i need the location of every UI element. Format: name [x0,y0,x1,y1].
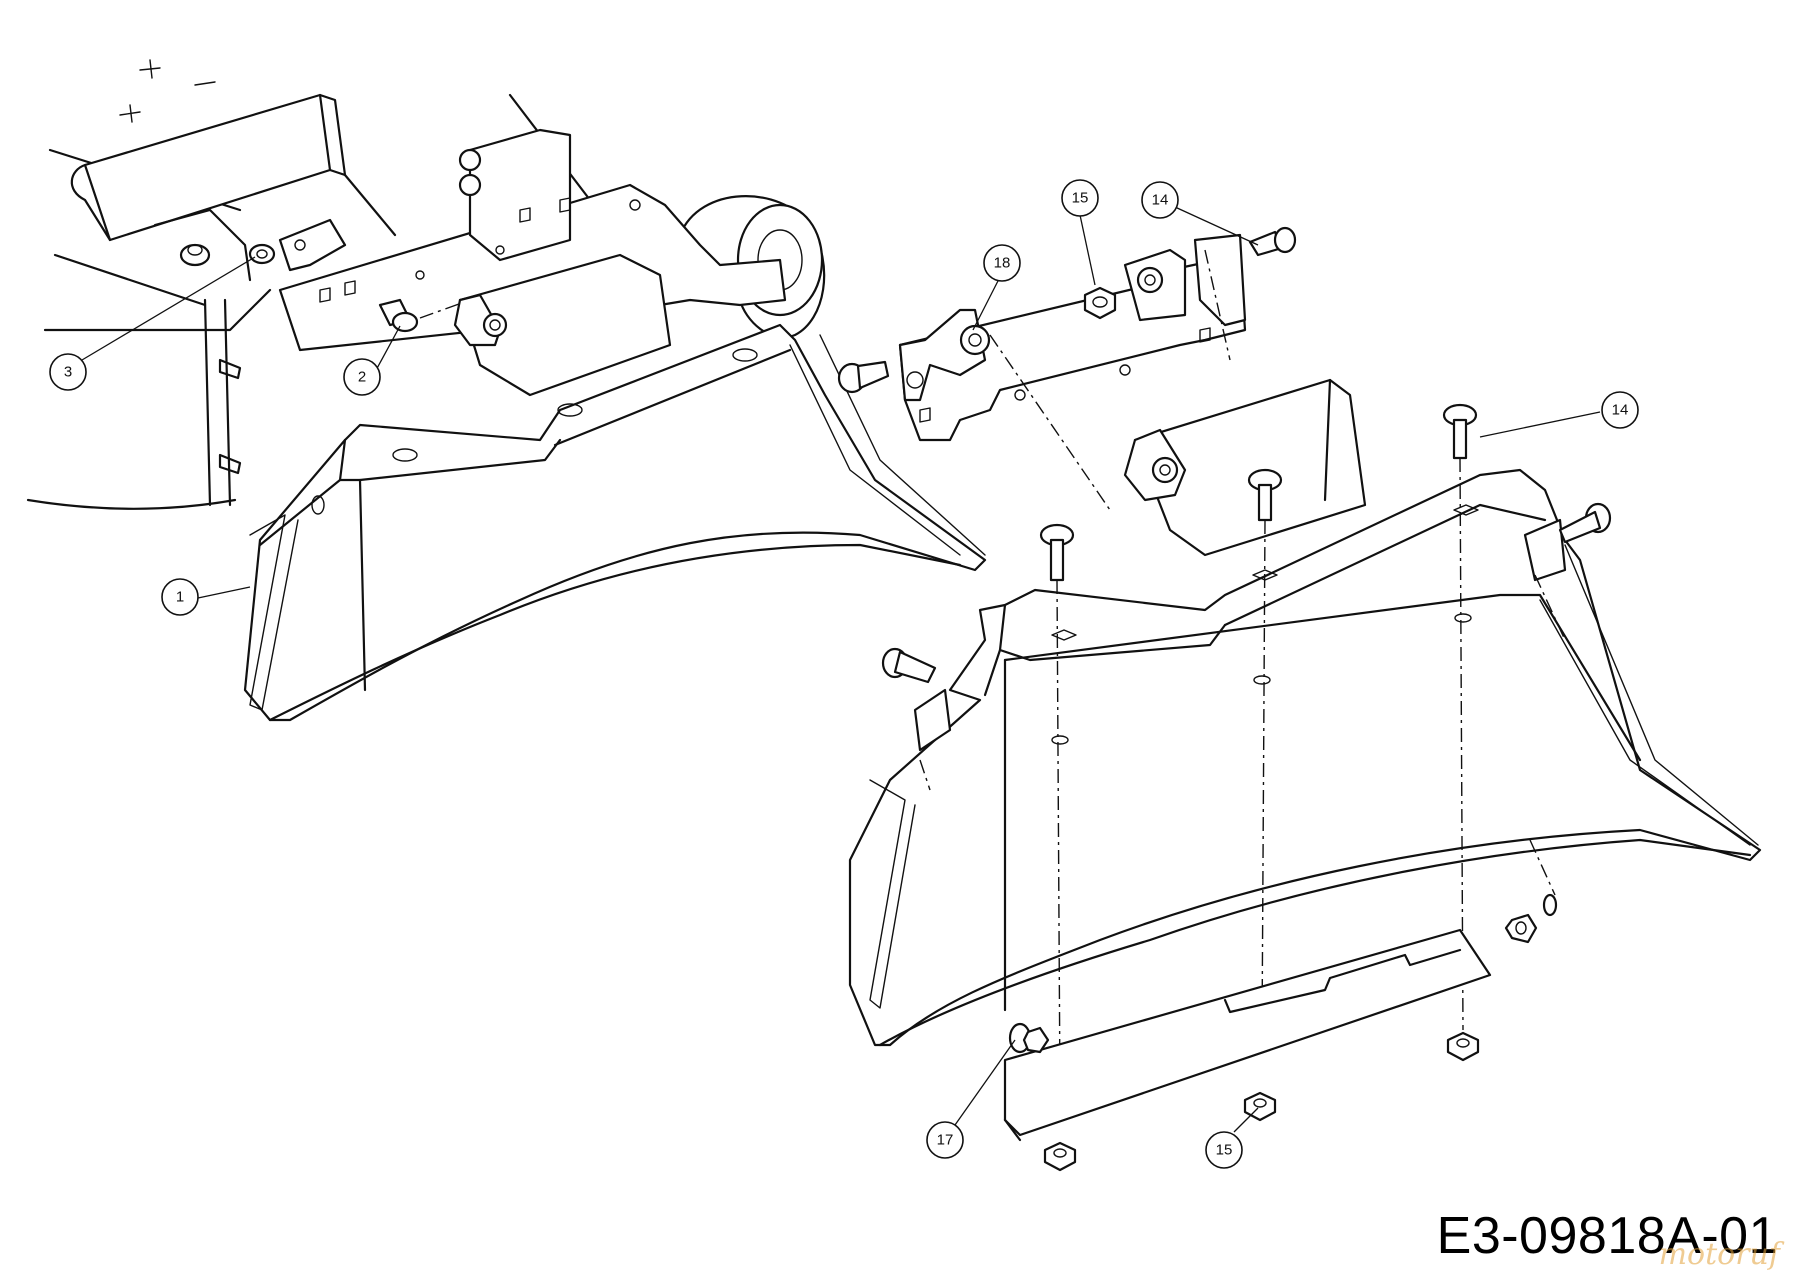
callout-label: 18 [994,255,1011,272]
flange-nut-washer-17 [1008,1022,1050,1054]
callout-1[interactable]: 1 [161,578,199,616]
callout-15-top[interactable]: 15 [1061,179,1099,217]
callout-label: 15 [1216,1142,1233,1159]
callout-2[interactable]: 2 [343,358,381,396]
watermark-logo: motoruf [1658,1237,1780,1272]
callout-17[interactable]: 17 [926,1121,964,1159]
flange-nuts [1008,893,1558,1172]
callout-label: 14 [1612,402,1629,419]
callout-15-bottom[interactable]: 15 [1205,1131,1243,1169]
callout-label: 15 [1072,190,1089,207]
flange-nut [1043,1141,1077,1172]
callout-14-top[interactable]: 14 [1141,181,1179,219]
right-mulch-deflector-exploded [848,403,1762,1096]
right-mounting-bracket-exploded [837,226,1297,511]
drawing-id: E3-09818A-01 [1436,1207,1778,1265]
callout-label: 3 [64,364,72,381]
flange-nut-side [1504,893,1558,944]
callout-18[interactable]: 18 [983,244,1021,282]
callout-group: 1 2 3 14 14 15 15 17 [49,179,1639,1169]
right-pivot-block-exploded [1123,378,1367,557]
callout-3[interactable]: 3 [49,353,87,391]
flange-nut [1446,1031,1480,1062]
callout-14-right[interactable]: 14 [1601,391,1639,429]
deflector-base-plate [1003,928,1492,1142]
callout-label: 1 [176,589,184,606]
callout-label: 17 [937,1132,954,1149]
callout-label: 2 [358,369,366,386]
left-mounting-bracket [278,128,787,397]
left-mulch-deflector-installed [243,323,987,722]
callout-label: 14 [1152,192,1169,209]
